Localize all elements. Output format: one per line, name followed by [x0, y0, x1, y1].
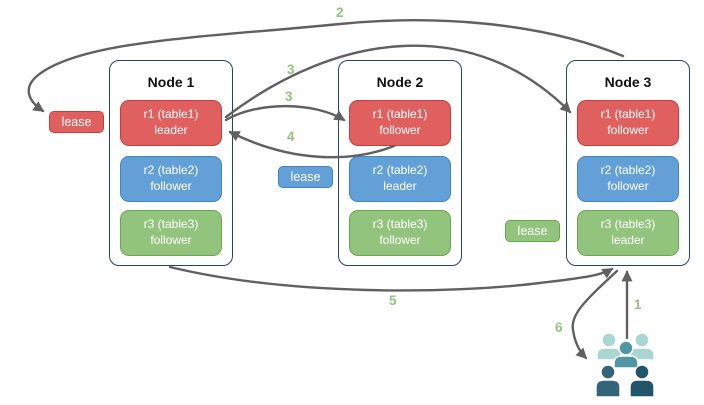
replica-name: r2 (table2)	[143, 163, 199, 178]
step-label-6: 6	[555, 320, 563, 335]
person-icon	[629, 364, 655, 398]
lease-badge-table1: lease	[49, 111, 104, 133]
arrow-step-3-to-node2	[224, 104, 346, 122]
lease-badge-table2: lease	[278, 166, 333, 188]
node1-replica-r3: r3 (table3) follower	[120, 210, 222, 256]
person-icon	[595, 364, 621, 398]
node-3-panel: Node 3 r1 (table1) follower r2 (table2) …	[566, 60, 690, 266]
node1-replica-r2: r2 (table2) follower	[120, 156, 222, 202]
replica-role: follower	[607, 179, 649, 193]
arrow-step-5	[168, 265, 614, 292]
node-title: Node 1	[147, 74, 195, 90]
step-label-3a: 3	[287, 62, 295, 77]
lease-badge-table3: lease	[505, 220, 560, 242]
node3-replica-r3: r3 (table3) leader	[577, 210, 679, 256]
step-label-2: 2	[336, 5, 344, 20]
replica-role: follower	[379, 123, 421, 137]
replica-role: leader	[383, 179, 417, 193]
replica-name: r1 (table1)	[372, 107, 428, 122]
users-group-icon	[595, 332, 655, 398]
replica-role: follower	[150, 233, 192, 247]
node-2-panel: Node 2 r1 (table1) follower r2 (table2) …	[338, 60, 462, 266]
node-title: Node 2	[376, 74, 424, 90]
node-1-panel: Node 1 r1 (table1) leader r2 (table2) fo…	[109, 60, 233, 266]
replica-name: r2 (table2)	[600, 163, 656, 178]
replica-name: r3 (table3)	[372, 217, 428, 232]
replica-name: r2 (table2)	[372, 163, 428, 178]
replica-role: leader	[154, 123, 188, 137]
node2-replica-r2: r2 (table2) leader	[349, 156, 451, 202]
replica-name: r3 (table3)	[143, 217, 199, 232]
step-label-4: 4	[287, 129, 295, 144]
replica-role: follower	[150, 179, 192, 193]
replica-name: r3 (table3)	[600, 217, 656, 232]
step-label-3b: 3	[285, 89, 293, 104]
replica-role: follower	[607, 123, 649, 137]
step-label-1: 1	[634, 297, 642, 312]
node2-replica-r3: r3 (table3) follower	[349, 210, 451, 256]
replica-name: r1 (table1)	[600, 107, 656, 122]
replica-name: r1 (table1)	[143, 107, 199, 122]
replica-role: follower	[379, 233, 421, 247]
replica-role: leader	[611, 233, 645, 247]
node3-replica-r2: r2 (table2) follower	[577, 156, 679, 202]
person-icon	[613, 340, 639, 369]
node2-replica-r1: r1 (table1) follower	[349, 100, 451, 146]
node-title: Node 3	[604, 74, 652, 90]
node3-replica-r1: r1 (table1) follower	[577, 100, 679, 146]
step-label-5: 5	[389, 293, 397, 308]
node1-replica-r1: r1 (table1) leader	[120, 100, 222, 146]
